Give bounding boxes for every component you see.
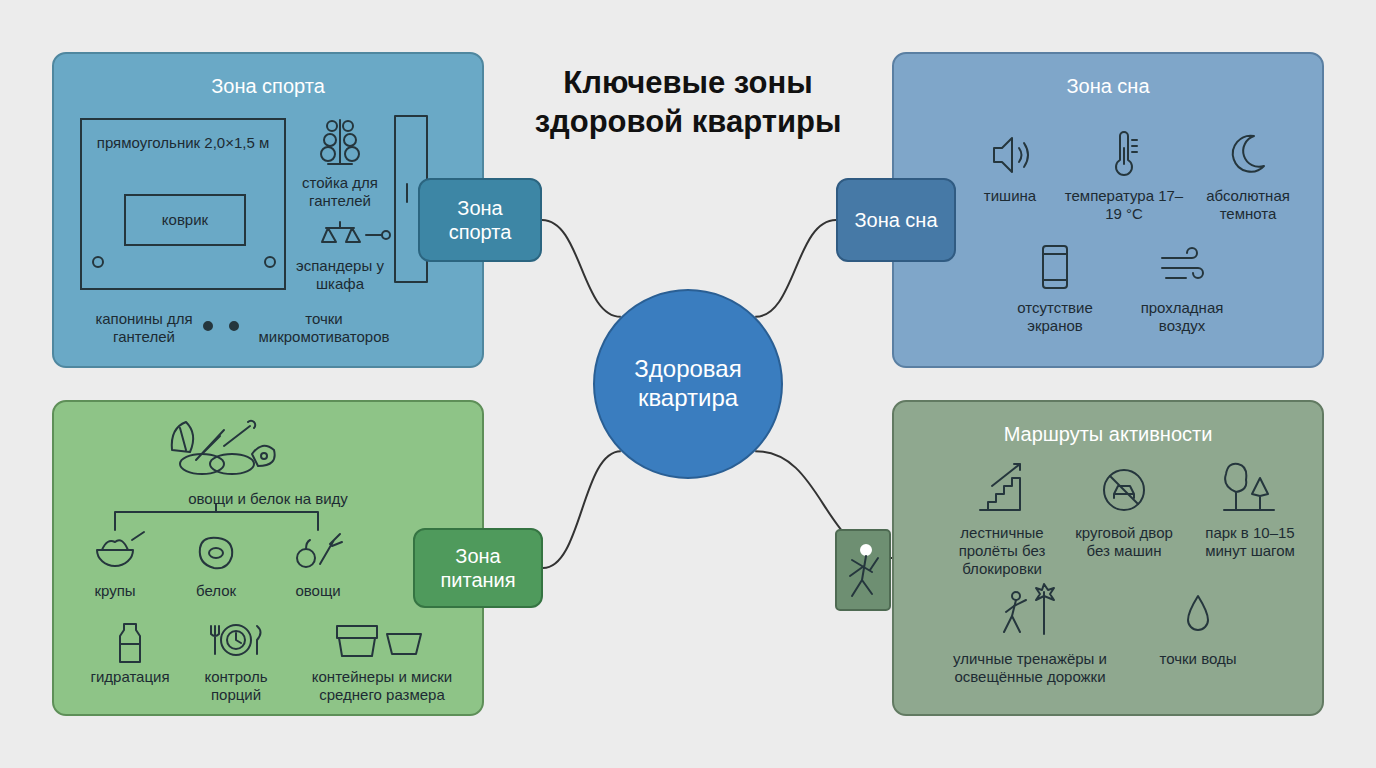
item-label: гидратация — [75, 668, 185, 686]
zone-tab: Зона питания — [413, 528, 543, 608]
node-label: прямоугольник 2,0×1,5 м — [90, 134, 276, 152]
node-label: Зона спорта — [62, 74, 474, 98]
zone-tab: Зона спорта — [418, 178, 542, 262]
floor-area: прямоугольник 2,0×1,5 м коврик — [80, 118, 286, 290]
item-label: точки воды — [1143, 650, 1253, 668]
item-label: эспандеры у шкафа — [292, 257, 388, 293]
diagram-title: Ключевые зоны здоровой квартиры — [508, 64, 868, 142]
item-label: прохладная воздух — [1122, 299, 1242, 335]
item-label: круговой двор без машин — [1066, 524, 1182, 560]
item-label: лестничные пролёты без блокировки — [940, 524, 1064, 578]
item-label: контейнеры и миски среднего размера — [292, 668, 472, 704]
item-label: контроль порций — [186, 668, 286, 704]
item-label: абсолютная темнота — [1188, 187, 1308, 223]
node-label: Здоровая квартира — [613, 355, 763, 413]
node-label: Зона сна — [850, 208, 941, 232]
connector — [755, 220, 836, 317]
item-label: капонины для гантелей — [88, 310, 200, 346]
node-label: Зона спорта — [428, 196, 532, 244]
item-label: тишина — [960, 187, 1060, 205]
item-label: стойка для гантелей — [292, 174, 388, 210]
connector — [542, 220, 621, 317]
zone-panel: Маршруты активности лестничные пролёты бе… — [892, 400, 1324, 716]
node-label: Зона питания — [423, 544, 533, 592]
node-label: Зона сна — [902, 74, 1314, 98]
connector — [543, 451, 621, 568]
hub-circle: Здоровая квартира — [593, 289, 783, 479]
node-label: Маршруты активности — [902, 422, 1314, 446]
zone-tab: Зона сна — [836, 178, 956, 262]
item-label: отсутствие экранов — [995, 299, 1115, 335]
mat-box: коврик — [124, 194, 246, 246]
item-label: парк в 10–15 минут шагом — [1190, 524, 1310, 560]
item-label: белок — [171, 582, 261, 600]
item-label: крупы — [70, 582, 160, 600]
item-label: уличные тренажёры и освещённые дорожки — [930, 650, 1130, 686]
item-label: температура 17–19 °C — [1064, 187, 1184, 223]
node-label: овощи и белок на виду — [62, 490, 474, 508]
item-label: овощи — [273, 582, 363, 600]
item-label: точки микромотиваторов — [244, 310, 404, 346]
node-label: коврик — [158, 211, 212, 229]
zone-panel: Зона сна тишинатемпература 17–19 °Cабсолю… — [892, 52, 1324, 368]
